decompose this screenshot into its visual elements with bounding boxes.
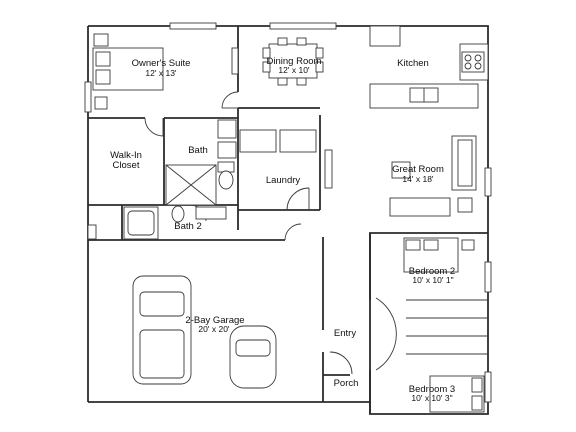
room-label-bath: Bath	[188, 145, 208, 156]
chair-icon	[296, 37, 307, 46]
room-label-garage: 2-Bay Garage	[185, 315, 244, 326]
room-label-bath-2: Bath 2	[174, 221, 201, 232]
toilet-tank	[217, 161, 235, 173]
room-dims-bedroom-3: 10' x 10' 3"	[411, 393, 452, 403]
pillow-icon	[95, 51, 111, 67]
interior-walls	[88, 26, 371, 414]
window-bath-2	[87, 224, 97, 240]
pillow-icon	[471, 377, 483, 393]
room-labels: Owner's Suite 12' x 13' Dining Room 12' …	[110, 56, 455, 403]
chair-icon	[262, 61, 271, 73]
chair-icon	[262, 47, 271, 59]
room-label-entry: Entry	[334, 328, 356, 339]
end-table	[457, 197, 473, 213]
room-label-porch: Porch	[334, 378, 359, 389]
dryer	[279, 129, 317, 153]
chair-icon	[277, 37, 288, 46]
vanity	[195, 206, 227, 220]
chair-icon	[315, 61, 324, 73]
stove-icon	[461, 51, 485, 73]
dining-table	[268, 43, 318, 79]
garage-vehicles	[132, 275, 277, 389]
truck-windshield	[139, 291, 185, 317]
room-label-kitchen: Kitchen	[397, 58, 429, 69]
pillow-icon	[423, 239, 439, 251]
bedroom-3-furniture	[429, 375, 485, 413]
car-windshield	[235, 339, 271, 357]
window-great-room	[484, 167, 492, 197]
end-table	[391, 161, 411, 179]
room-label-owners-suite: Owner's Suite	[132, 58, 191, 69]
bath-2-fixtures	[123, 205, 227, 240]
room-dims-owners-suite: 12' x 13'	[145, 68, 177, 78]
dining-furniture	[262, 37, 324, 86]
laundry-fixtures	[239, 129, 317, 153]
washer	[239, 129, 277, 153]
room-label-laundry: Laundry	[266, 175, 301, 186]
window-dining-2	[269, 22, 337, 30]
tub-basin	[127, 210, 155, 236]
sink-icon	[217, 119, 237, 139]
room-dims-garage: 20' x 20'	[198, 324, 230, 334]
closets	[406, 299, 488, 355]
toilet-icon	[171, 205, 185, 223]
kitchen-fixtures	[369, 25, 489, 109]
room-dims-bedroom-2: 10' x 10' 1"	[412, 275, 453, 285]
chair-icon	[277, 77, 288, 86]
room-dims-dining-room: 12' x 10'	[278, 65, 310, 75]
car-icon	[229, 325, 277, 389]
room-label-walk-in-closet-2: Closet	[113, 160, 140, 171]
nightstand	[94, 96, 108, 110]
truck-bed	[139, 329, 185, 379]
pillow-icon	[405, 239, 421, 251]
window-dining	[169, 22, 217, 30]
nightstand	[461, 239, 475, 251]
doors	[144, 91, 397, 375]
window-bedroom-3	[484, 371, 492, 403]
window-owners-suite-2	[231, 47, 239, 75]
chair-icon	[315, 47, 324, 59]
toilet-icon	[218, 170, 234, 190]
room-label-great-room: Great Room	[392, 164, 444, 175]
room-label-dining-room: Dining Room	[267, 56, 322, 67]
pillow-icon	[95, 69, 111, 85]
room-dims-great-room: 14' x 18'	[402, 174, 434, 184]
bedroom-2-furniture	[403, 237, 475, 273]
window-bedroom-2	[484, 261, 492, 293]
window-laundry	[324, 149, 333, 189]
sofa-cushion	[457, 139, 473, 187]
room-label-bedroom-3: Bedroom 3	[409, 384, 455, 395]
chair-icon	[296, 77, 307, 86]
room-label-bedroom-2: Bedroom 2	[409, 266, 455, 277]
sofa	[389, 197, 451, 217]
room-label-walk-in-closet: Walk-In	[110, 150, 142, 161]
owners-suite-furniture	[92, 33, 164, 110]
pillow-icon	[471, 395, 483, 411]
windows	[84, 22, 492, 403]
sink-icon	[217, 141, 237, 159]
great-room-furniture	[389, 135, 477, 217]
window-owners-suite	[84, 81, 92, 113]
bath-fixtures	[165, 119, 237, 206]
refrigerator	[369, 25, 401, 47]
nightstand	[93, 33, 109, 47]
